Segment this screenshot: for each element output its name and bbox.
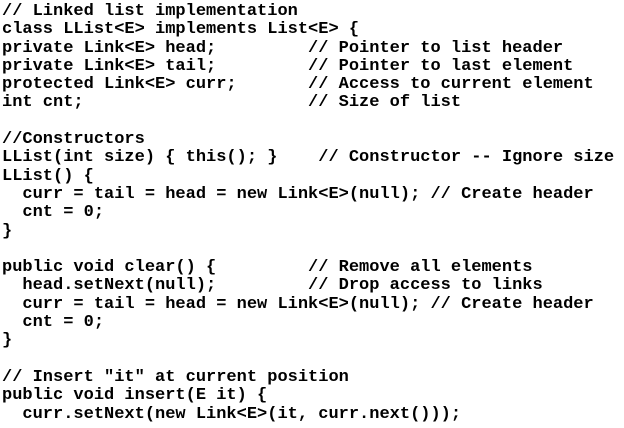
- code-line: public void insert(E it) {: [2, 386, 268, 406]
- code-line-blank: [2, 241, 624, 259]
- code-line: }: [2, 331, 13, 351]
- code-line: private Link<E> tail; // Pointer to last…: [2, 56, 574, 76]
- code-line-blank: [2, 113, 624, 131]
- code-line: // Insert "it" at current position: [2, 367, 349, 387]
- code-line: protected Link<E> curr; // Access to cur…: [2, 75, 594, 95]
- code-line: public void clear() { // Remove all elem…: [2, 258, 533, 278]
- code-line: cnt = 0;: [2, 203, 105, 223]
- code-line: curr = tail = head = new Link<E>(null); …: [2, 294, 594, 314]
- code-line: LList() {: [2, 166, 94, 186]
- code-line: cnt = 0;: [2, 313, 105, 333]
- code-line: // Linked list implementation: [2, 2, 298, 21]
- code-line-blank: [2, 351, 624, 369]
- code-line: head.setNext(null); // Drop access to li…: [2, 276, 543, 296]
- code-line: LList(int size) { this(); } // Construct…: [2, 148, 615, 168]
- code-line: curr.setNext(new Link<E>(it, curr.next()…: [2, 404, 462, 424]
- code-line: private Link<E> head; // Pointer to list…: [2, 38, 564, 58]
- code-line: }: [2, 221, 13, 241]
- code-line: int cnt; // Size of list: [2, 93, 462, 113]
- code-line: //Constructors: [2, 130, 145, 150]
- code-line: curr = tail = head = new Link<E>(null); …: [2, 184, 594, 204]
- code-line: class LList<E> implements List<E> {: [2, 20, 360, 40]
